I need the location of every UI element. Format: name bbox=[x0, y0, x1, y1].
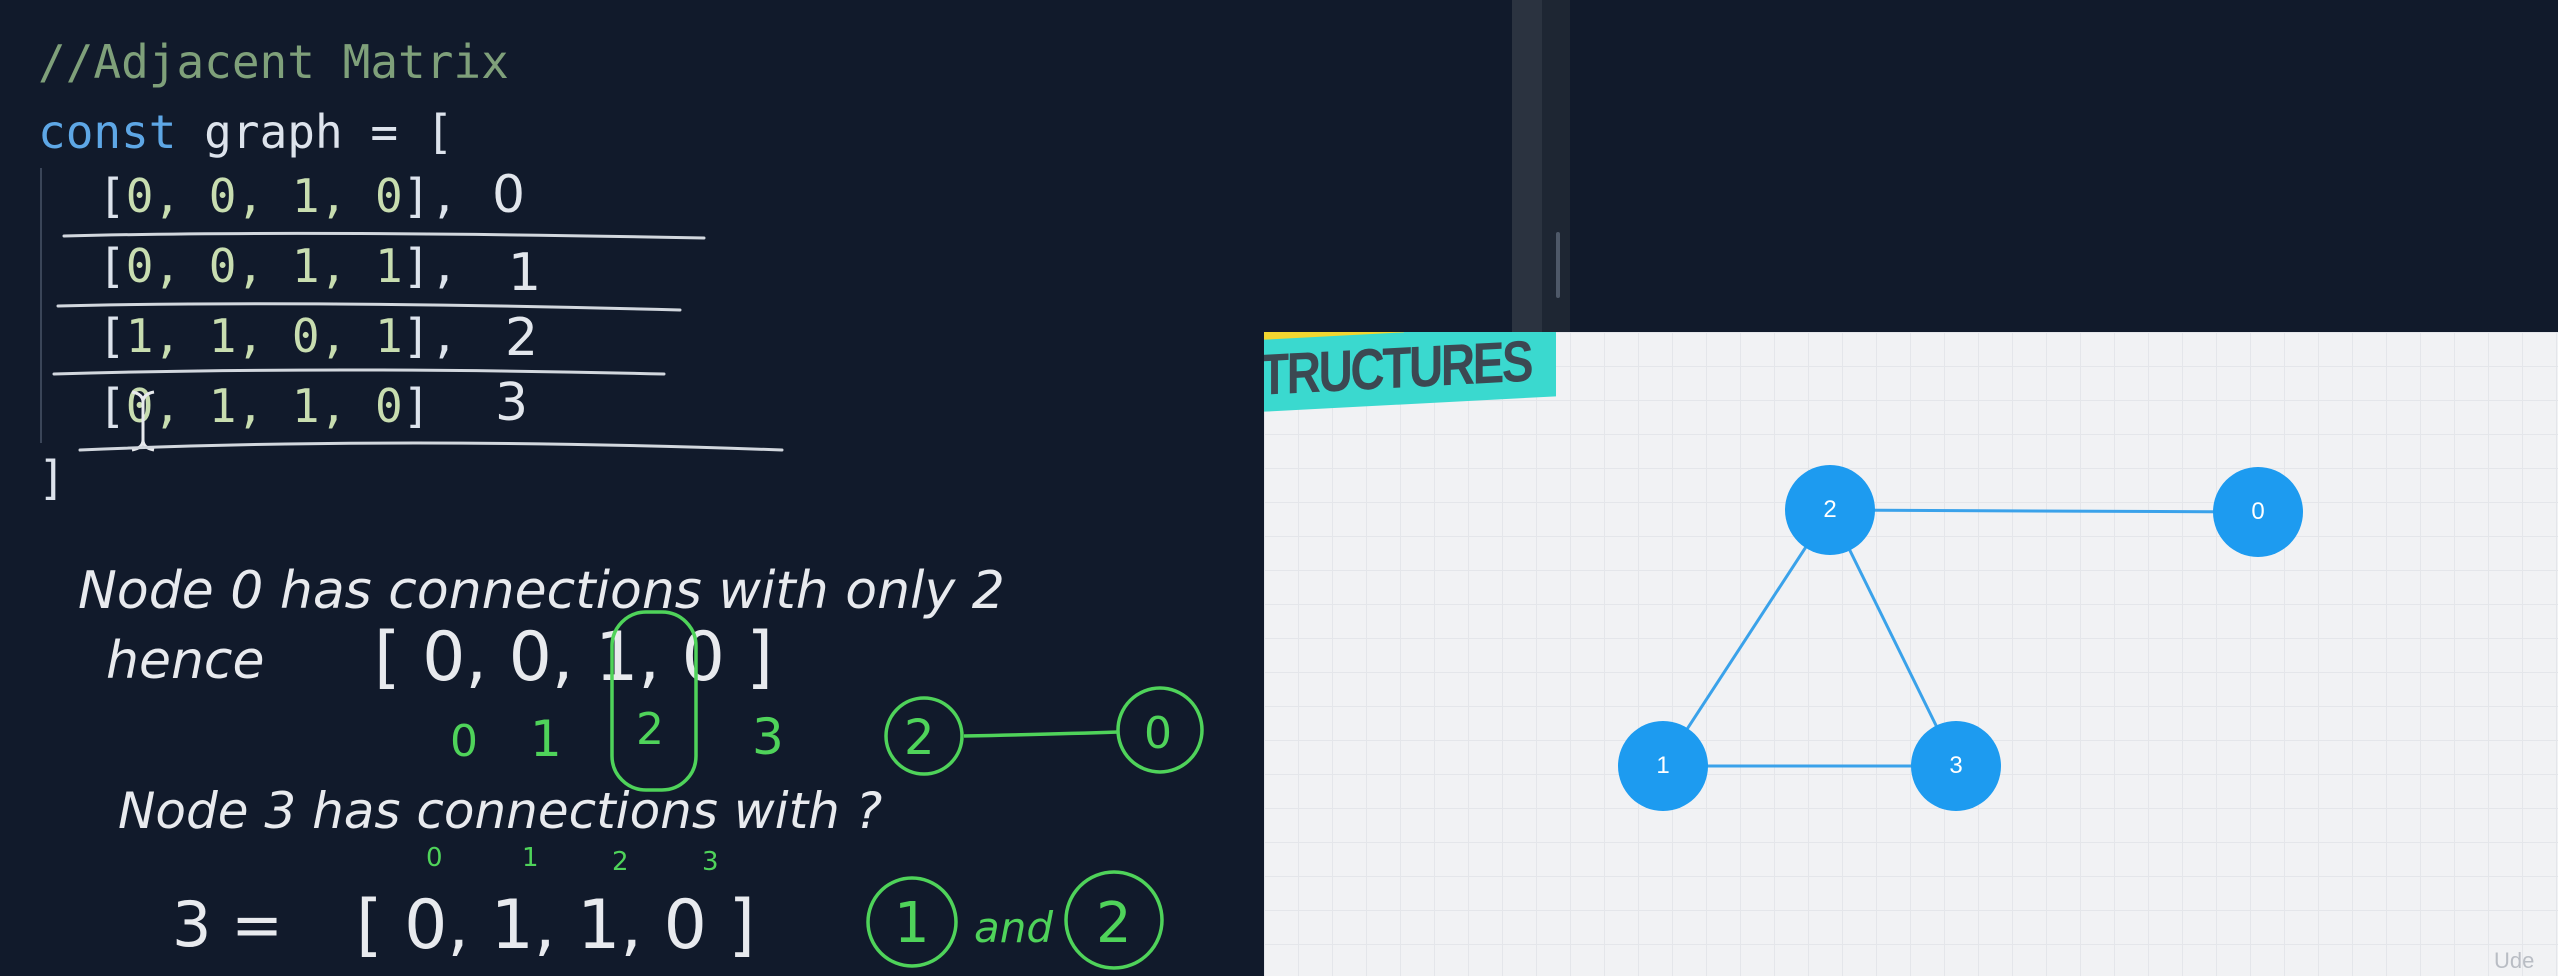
note-line-4-lhs: 3 = bbox=[172, 888, 283, 961]
small-index-1: 1 bbox=[522, 843, 539, 873]
code-declaration: const graph = [ bbox=[38, 102, 453, 162]
index-label-0: 0 bbox=[450, 716, 478, 767]
right-pane bbox=[1570, 0, 2558, 332]
answer-node-b: 2 bbox=[1096, 891, 1132, 956]
row-index-3: 3 bbox=[495, 373, 528, 433]
row-index-1: 1 bbox=[508, 243, 541, 303]
matrix-row-2: [1, 1, 0, 1], bbox=[98, 309, 459, 363]
index-label-2: 2 bbox=[636, 704, 664, 755]
graph-node-3: 3 bbox=[1911, 721, 2001, 811]
split-drag-handle[interactable] bbox=[1556, 232, 1560, 298]
index-label-3: 3 bbox=[752, 708, 784, 766]
graph-node-2: 2 bbox=[1785, 465, 1875, 555]
small-index-3: 3 bbox=[702, 847, 719, 877]
watermark: Ude bbox=[2494, 948, 2535, 973]
code-closing-bracket: ] bbox=[38, 451, 66, 505]
indent-guide bbox=[40, 168, 42, 443]
graph-node-1: 1 bbox=[1618, 721, 1708, 811]
diagram-circle-right bbox=[1116, 686, 1204, 774]
note-line-1: Node 0 has connections with only 2 bbox=[78, 561, 1005, 621]
small-index-0: 0 bbox=[426, 843, 443, 873]
edge-2-3 bbox=[1828, 509, 1958, 767]
row-index-0: 0 bbox=[492, 165, 525, 225]
answer-circle-b bbox=[1064, 870, 1164, 970]
lecture-slide: TRUCTURES 2 0 1 3 Ude bbox=[1264, 332, 2558, 976]
diagram-label-left: 2 bbox=[904, 710, 935, 766]
answer-join: and bbox=[974, 903, 1053, 952]
diagram-edge bbox=[963, 730, 1119, 738]
diagram-circle-left bbox=[884, 696, 964, 776]
index-label-1: 1 bbox=[530, 710, 562, 768]
underline-row-0 bbox=[62, 231, 706, 240]
edge-2-1 bbox=[1661, 509, 1832, 767]
note-line-3: Node 3 has connections with ? bbox=[118, 782, 882, 840]
code-comment: //Adjacent Matrix bbox=[38, 35, 509, 89]
graph-node-0: 0 bbox=[2213, 467, 2303, 557]
note-matrix-1: [ 0, 0, 1, 0 ] bbox=[374, 618, 773, 697]
code-editor[interactable]: //Adjacent Matrix const graph = [ [0, 0,… bbox=[0, 0, 1512, 976]
declaration-rest: graph = [ bbox=[176, 105, 454, 159]
matrix-row-3: [0, 1, 1, 0] bbox=[98, 379, 431, 433]
highlight-column-2 bbox=[610, 610, 698, 792]
answer-circle-a bbox=[866, 876, 958, 968]
graph-edges bbox=[1661, 508, 2259, 768]
answer-node-a: 1 bbox=[894, 891, 930, 956]
note-hence: hence bbox=[106, 631, 265, 691]
small-index-2: 2 bbox=[612, 847, 629, 877]
underline-row-3 bbox=[78, 441, 784, 452]
underline-row-1 bbox=[56, 302, 682, 312]
note-matrix-2: [ 0, 1, 1, 0 ] bbox=[356, 886, 755, 965]
edge-2-0 bbox=[1829, 508, 2259, 514]
underline-row-2 bbox=[52, 368, 666, 376]
matrix-row-1: [0, 0, 1, 1], bbox=[98, 239, 459, 293]
matrix-row-0: [0, 0, 1, 0], bbox=[98, 169, 459, 223]
row-index-2: 2 bbox=[505, 308, 538, 368]
diagram-label-right: 0 bbox=[1144, 708, 1172, 759]
const-keyword: const bbox=[38, 105, 177, 159]
